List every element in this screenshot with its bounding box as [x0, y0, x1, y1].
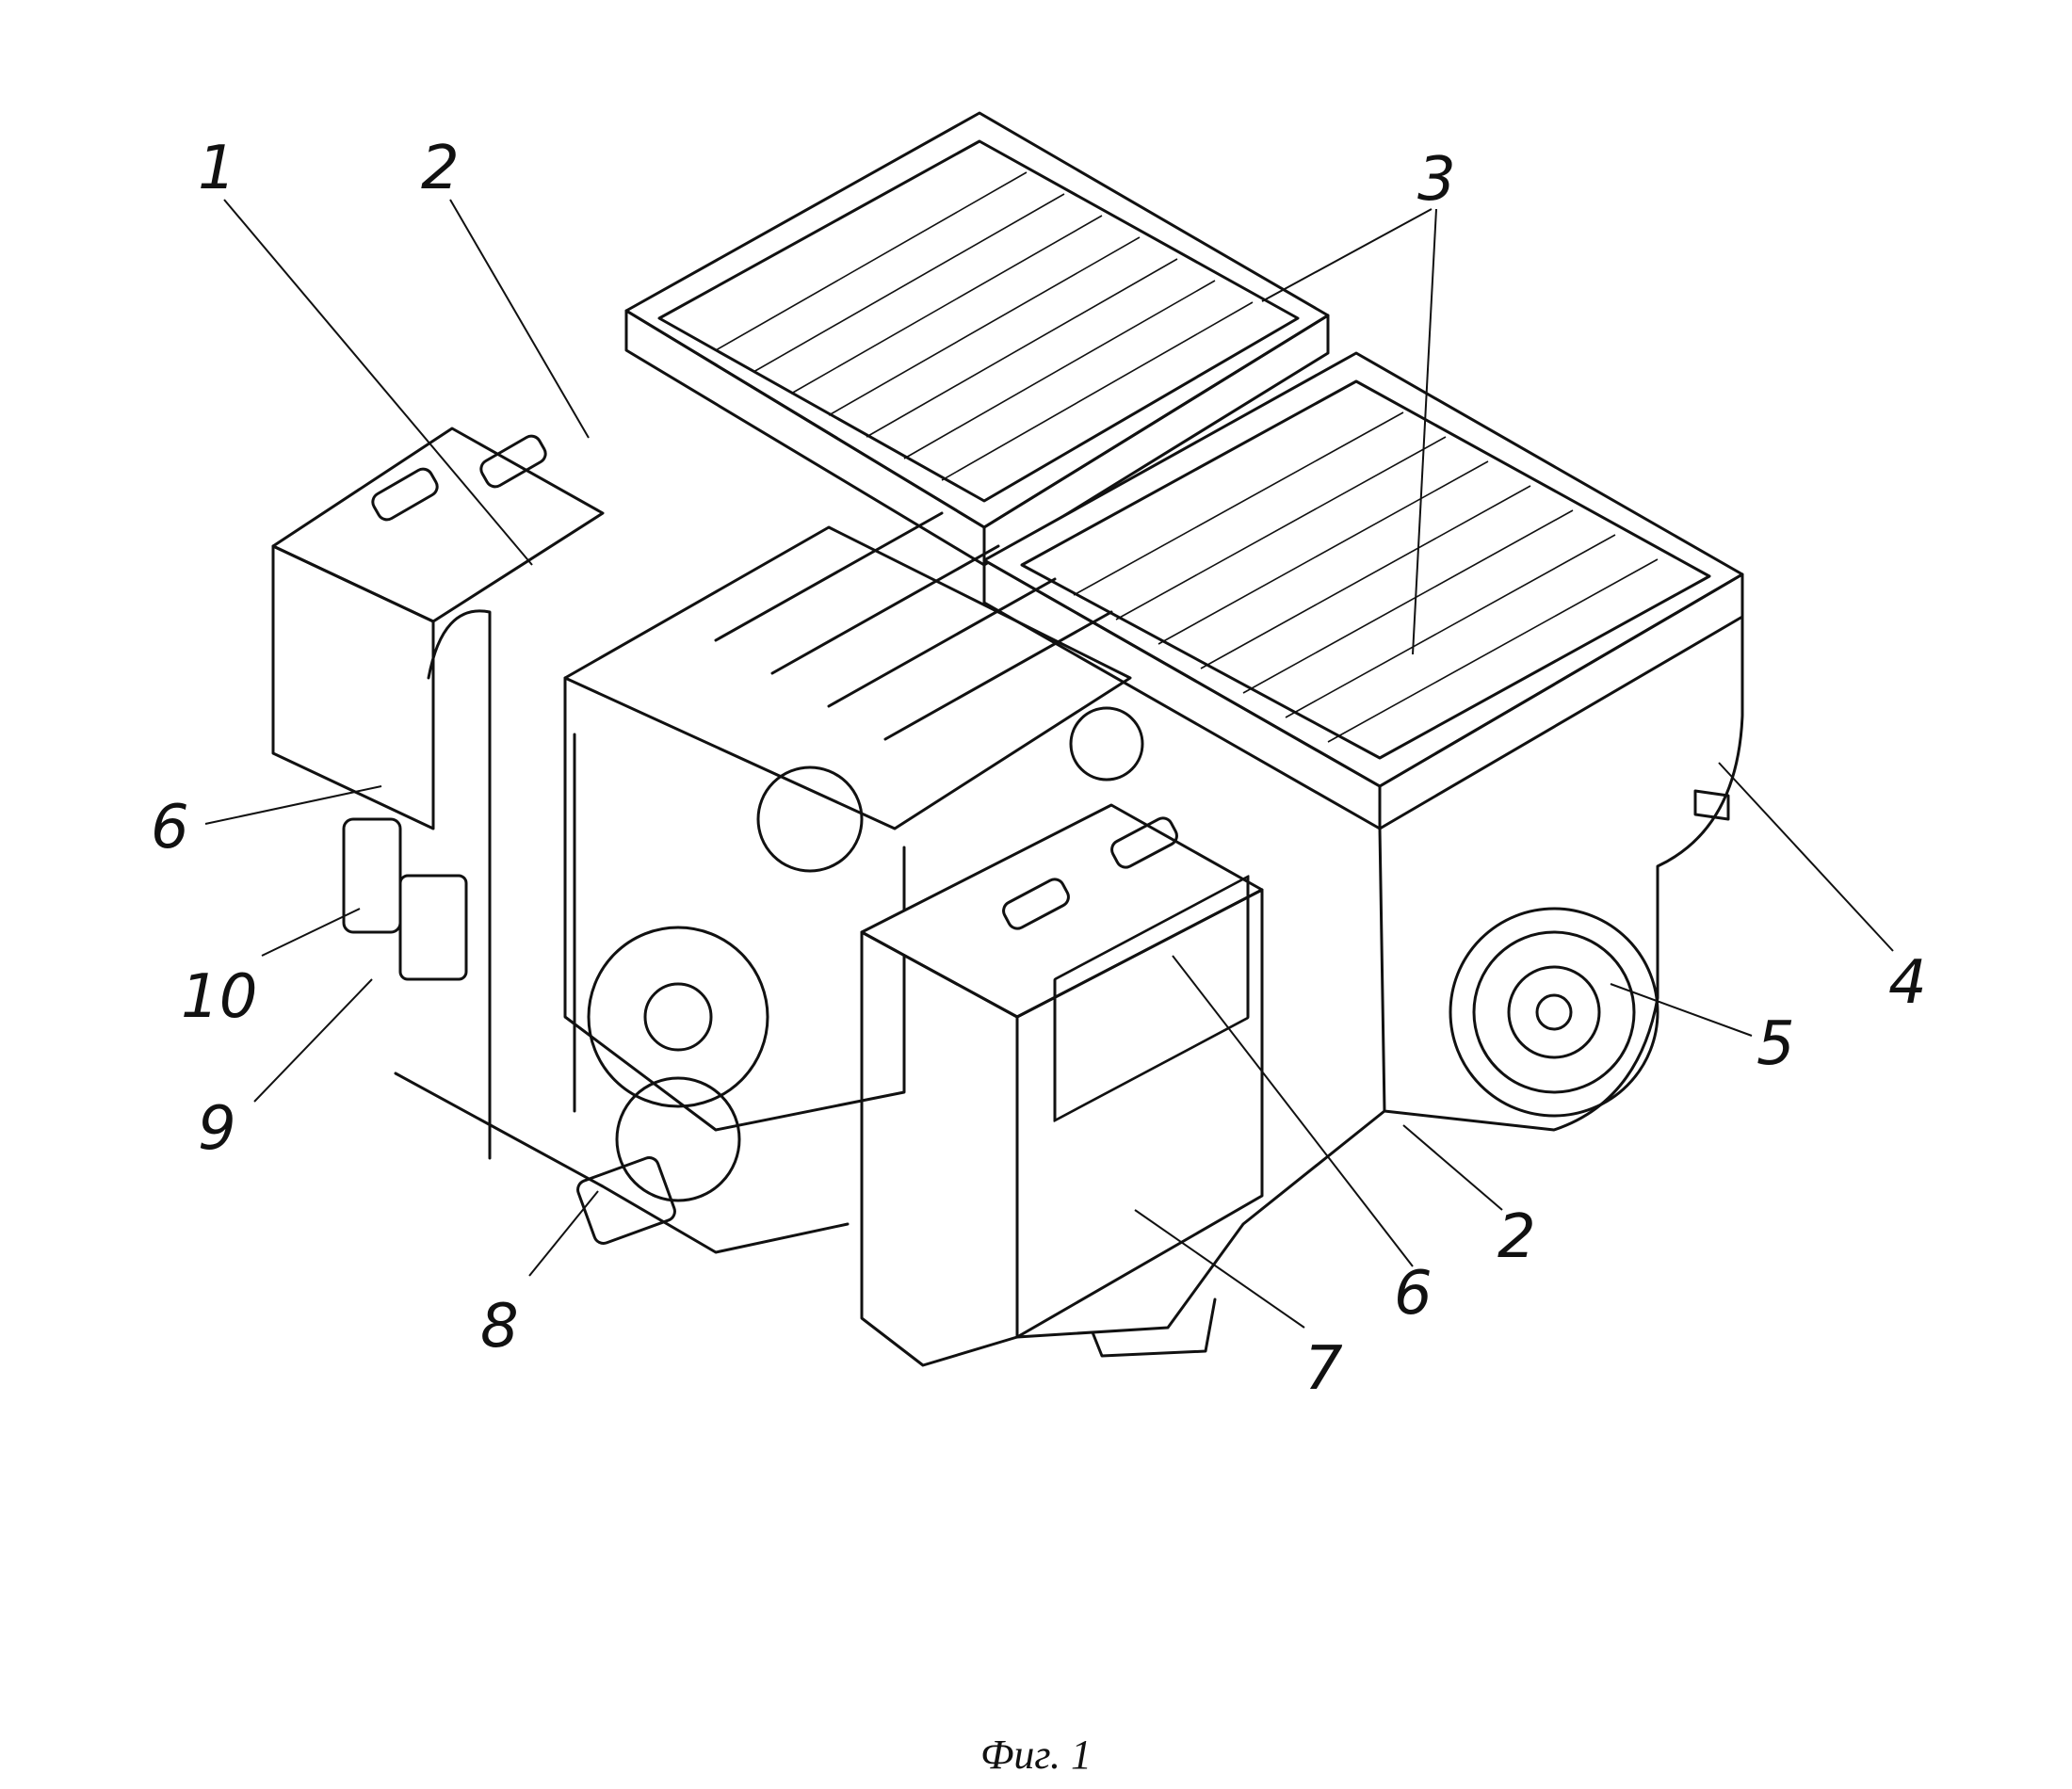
callout-1: 1	[198, 134, 236, 203]
callout-6-left: 6	[151, 793, 189, 862]
callout-10: 10	[181, 962, 257, 1032]
leader-8	[528, 1190, 599, 1277]
right-tank	[860, 803, 1386, 1367]
callout-2-top: 2	[421, 134, 460, 203]
callout-8: 8	[480, 1292, 519, 1362]
leader-lines	[204, 199, 1894, 1329]
left-tank	[271, 427, 605, 981]
callout-9: 9	[198, 1094, 236, 1164]
callout-7: 7	[1304, 1334, 1343, 1404]
leader-1	[223, 199, 533, 566]
leader-4	[1718, 762, 1894, 952]
leader-3a	[1261, 208, 1433, 302]
engine-block	[394, 511, 1144, 1254]
radiator-rear	[624, 111, 1330, 567]
callouts: 1 2 3 4 5 2 6 6 7 8 9 10	[151, 134, 1927, 1404]
fuel-pump	[576, 1156, 676, 1245]
leader-7	[1134, 1209, 1305, 1329]
leader-6a	[204, 785, 382, 825]
leader-10	[261, 908, 361, 957]
callout-5: 5	[1756, 1009, 1795, 1079]
leader-5	[1610, 983, 1753, 1037]
leader-2b	[1402, 1124, 1503, 1211]
assembly-drawing	[271, 111, 1744, 1367]
leader-6b	[1172, 955, 1414, 1267]
leader-3b	[1412, 208, 1437, 655]
figure-caption: Фиг. 1	[980, 1732, 1092, 1778]
leader-9	[253, 978, 373, 1103]
flywheel	[1449, 907, 1659, 1118]
callout-4: 4	[1888, 948, 1927, 1018]
callout-2-bottom: 2	[1497, 1202, 1536, 1272]
leader-2a	[449, 199, 590, 439]
callout-3: 3	[1417, 145, 1456, 215]
callout-6-right: 6	[1394, 1259, 1433, 1329]
